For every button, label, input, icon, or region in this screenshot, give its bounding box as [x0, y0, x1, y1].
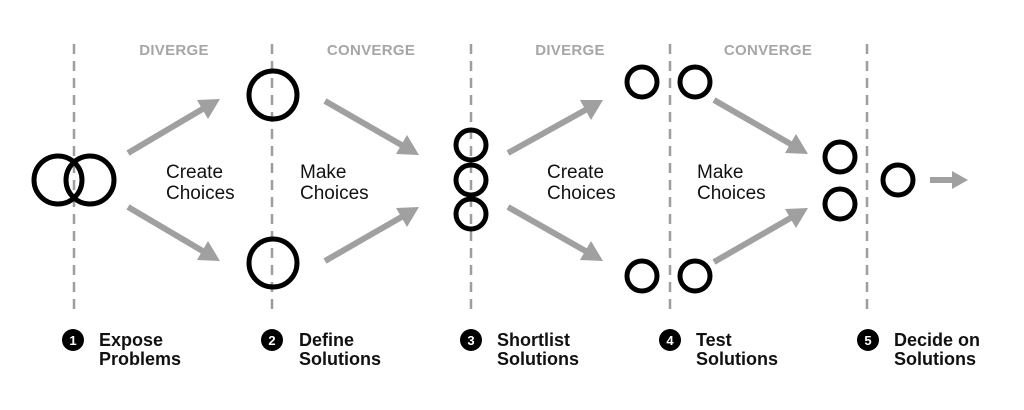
- step-title-line2: Solutions: [696, 349, 778, 369]
- step-title-line1: Shortlist: [497, 330, 570, 350]
- step-3: 3 Shortlist Solutions: [460, 329, 579, 369]
- arrow-diverge-2-up: [506, 100, 603, 156]
- action-label-line2: Choices: [547, 183, 616, 204]
- step-number: 5: [864, 333, 871, 348]
- step-title-line2: Solutions: [497, 349, 579, 369]
- arrow-converge-1-down: [323, 207, 419, 264]
- step-number: 4: [666, 333, 674, 348]
- step-number-badge: [659, 329, 681, 351]
- step-number-badge: [460, 329, 482, 351]
- step-number: 1: [69, 333, 76, 348]
- step-number-badge: [857, 329, 879, 351]
- circle-icon: [624, 64, 660, 100]
- phase-label-1: DIVERGE: [139, 42, 209, 59]
- step-title-line1: Test: [696, 330, 732, 350]
- action-label-line2: Choices: [166, 183, 235, 204]
- arrow-diverge-2-down: [506, 204, 603, 261]
- choice-circles: [31, 64, 916, 294]
- arrow-converge-2-up: [712, 97, 808, 154]
- circle-icon: [880, 162, 916, 198]
- action-label-line2: Choices: [697, 183, 766, 204]
- action-label-line1: Create: [166, 162, 223, 183]
- circle-icon: [246, 68, 300, 122]
- circle-icon: [246, 236, 300, 290]
- arrow-diverge-1-up: [126, 99, 220, 156]
- circle-icon: [624, 258, 660, 294]
- step-title-line2: Solutions: [299, 349, 381, 369]
- step-title-line1: Expose: [99, 330, 163, 350]
- step-title-line1: Decide on: [894, 330, 980, 350]
- circle-icon: [677, 258, 713, 294]
- phase-label-4: CONVERGE: [724, 42, 812, 59]
- action-labels: Create Choices Make Choices Create Choic…: [166, 162, 766, 204]
- step-1: 1 Expose Problems: [62, 329, 181, 369]
- phase-label-3: DIVERGE: [535, 42, 605, 59]
- step-number: 2: [268, 333, 275, 348]
- step-number-badge: [62, 329, 84, 351]
- arrow-final: [930, 171, 968, 189]
- action-label-line1: Create: [547, 162, 604, 183]
- step-number-badge: [261, 329, 283, 351]
- circle-icon: [822, 139, 858, 175]
- step-5: 5 Decide on Solutions: [857, 329, 980, 369]
- stage-dividers: [72, 44, 869, 312]
- step-4: 4 Test Solutions: [659, 329, 778, 369]
- arrow-diverge-1-down: [126, 204, 220, 261]
- phase-labels: DIVERGE CONVERGE DIVERGE CONVERGE: [139, 42, 812, 59]
- step-title-line2: Solutions: [894, 349, 976, 369]
- action-label-line1: Make: [697, 162, 743, 183]
- arrow-converge-1-up: [323, 98, 419, 155]
- step-title-line2: Problems: [99, 349, 181, 369]
- stacked-circles-icon: [453, 127, 489, 232]
- overlapping-circles-icon: [31, 153, 117, 207]
- action-label-line1: Make: [300, 162, 346, 183]
- phase-label-2: CONVERGE: [327, 42, 415, 59]
- circle-icon: [677, 64, 713, 100]
- flow-arrows: [126, 97, 968, 265]
- step-number: 3: [467, 333, 474, 348]
- action-label-line2: Choices: [300, 183, 369, 204]
- circle-icon: [822, 186, 858, 222]
- step-2: 2 Define Solutions: [261, 329, 381, 369]
- step-title-line1: Define: [299, 330, 354, 350]
- arrow-converge-2-down: [712, 208, 808, 265]
- step-labels: 1 Expose Problems 2 Define Solutions 3 S…: [62, 329, 980, 369]
